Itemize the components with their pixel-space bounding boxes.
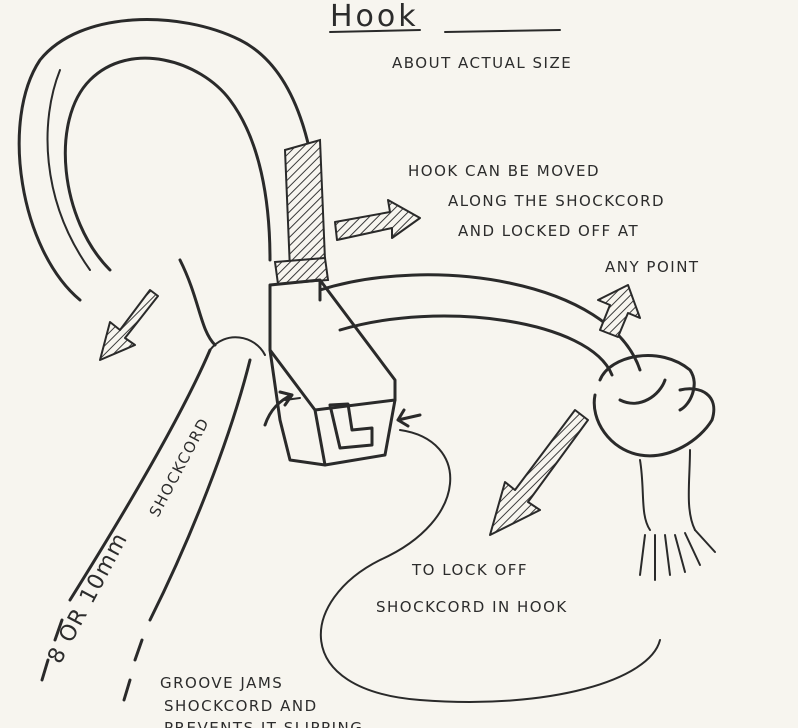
hook-drawing: [19, 20, 395, 465]
knot-drawing: [594, 356, 715, 580]
move-note-line3: AND LOCKED OFF AT: [458, 222, 639, 240]
cord-size-label: 8 OR 10mm: [43, 528, 133, 668]
move-note-line1: HOOK CAN BE MOVED: [408, 162, 600, 180]
lock-note-line2: SHOCKCORD IN HOOK: [376, 598, 568, 616]
groove-note-line1: GROOVE JAMS: [160, 674, 283, 692]
move-note-line2: ALONG THE SHOCKCORD: [448, 192, 665, 210]
shockcord-drawing: [42, 275, 660, 702]
diagram-title: Hook: [330, 0, 419, 34]
lock-note-line1: TO LOCK OFF: [411, 561, 528, 579]
move-note-line4: ANY POINT: [605, 258, 700, 276]
title-underline: [330, 30, 560, 32]
groove-note-line3: PREVENTS IT SLIPPING: [164, 719, 363, 728]
diagram-subtitle: ABOUT ACTUAL SIZE: [392, 54, 572, 72]
groove-note-line2: SHOCKCORD AND: [164, 697, 318, 715]
arrow-icon: [100, 200, 640, 535]
